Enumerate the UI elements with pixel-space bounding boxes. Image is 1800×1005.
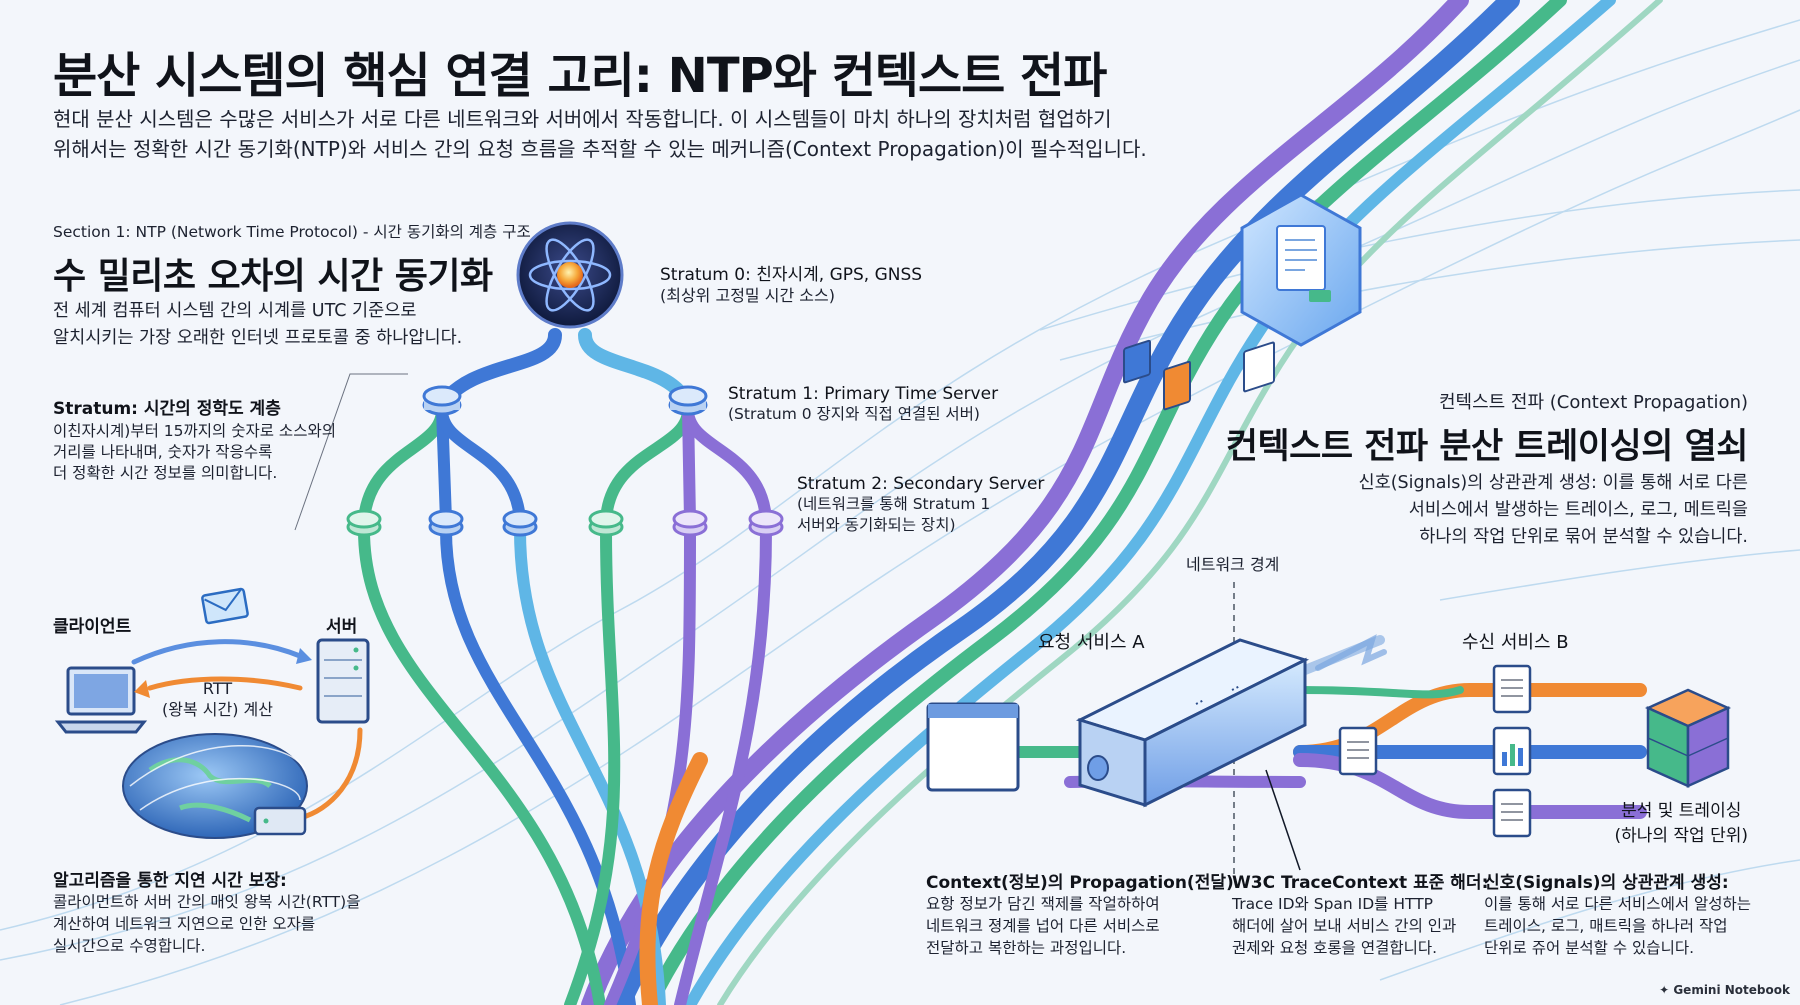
ntp-description-line: 전 세계 컴퓨터 시스템 간의 시계를 UTC 기준으로 (53, 301, 417, 321)
w3c-note-title: W3C TraceContext 표준 해더: (1232, 873, 1489, 893)
ctx-description-line: 신호(Signals)의 상관관계 생성: 이를 통해 서로 다른 (1358, 473, 1749, 493)
ntp-section-label: Section 1: NTP (Network Time Protocol) -… (53, 223, 531, 241)
context-note-title: Context(정보)의 Propagation(전달) (926, 873, 1234, 893)
ctx-description: 신호(Signals)의 상관관계 생성: 이를 통해 서로 다른 서비스에서 … (1359, 470, 1749, 551)
rtt-label-line: (왕복 시간) 계산 (162, 700, 273, 719)
stratum-1-title: Stratum 1: Primary Time Server (728, 384, 999, 404)
signals-correlation-note: 신호(Signals)의 상관관계 생성: 이를 통해 서로 다른 서비스에서 … (1484, 868, 1751, 959)
propagated-document-icon (1338, 726, 1378, 776)
signals-note-line: 이를 통해 서로 다른 서비스에서 알성하는 (1484, 895, 1752, 913)
ctx-description-line: 하나의 작업 단위로 묶어 분석할 수 있습니다. (1419, 527, 1748, 547)
brand-text: Gemini Notebook (1673, 983, 1790, 997)
stratum-info-title: Stratum: 시간의 정학도 계층 (53, 399, 281, 419)
motion-arrow-icon (1315, 634, 1387, 671)
stratum-2-label: Stratum 2: Secondary Server (네트워크를 통해 St… (797, 474, 1044, 536)
algorithm-line: 계산하여 네트워크 지연으로 인한 오자를 (53, 915, 316, 933)
ctx-description-line: 서비스에서 발생하는 트레이스, 로그, 메트릭을 (1408, 500, 1748, 520)
laptop-icon (54, 666, 148, 734)
ntp-description: 전 세계 컴퓨터 시스템 간의 시계를 UTC 기준으로 알치시키는 가장 오래… (53, 298, 462, 352)
client-label: 클라이언트 (53, 617, 132, 637)
algorithm-line: 실시간으로 수영합니다. (53, 937, 206, 955)
rtt-label-line: RTT (202, 679, 233, 698)
stratum-2-sub: (네트워크를 통해 Stratum 1 (797, 495, 991, 513)
intro-text: 현대 분산 시스템은 수많은 서비스가 서로 다른 네트워크와 서버에서 작동합… (53, 104, 1147, 164)
server-label: 서버 (326, 617, 358, 637)
page-title: 분산 시스템의 핵심 연결 고리: NTP와 컨텍스트 전파 (53, 48, 1107, 104)
context-note-line: 전달하고 복한하는 과정입니다. (926, 939, 1127, 957)
stratum-1-nodes (422, 385, 708, 416)
stratum-1-label: Stratum 1: Primary Time Server (Stratum … (728, 384, 998, 425)
stratum-info: Stratum: 시간의 정학도 계층 이친자시계)부터 15까지의 숫자로 소… (53, 394, 336, 484)
signals-note-line: 트레이스, 로그, 매트릭을 하나러 작업 (1484, 917, 1728, 935)
rtt-label: RTT (왕복 시간) 계산 (162, 678, 273, 720)
trace-document-icon (1492, 664, 1532, 714)
stratum-0-sub: (최상위 고정밀 시간 소스) (660, 286, 835, 305)
w3c-note-line: Trace ID와 Span ID를 HTTP (1232, 895, 1434, 913)
ntp-description-line: 알치시키는 가장 오래한 인터넷 프로토콜 중 하나압니다. (53, 328, 463, 348)
stratum-0-title: Stratum 0: 친자시계, GPS, GNSS (660, 265, 923, 285)
signals-note-title: 신호(Signals)의 상관관계 생성: (1484, 873, 1729, 893)
network-boundary-label: 네트워크 경계 (1186, 555, 1280, 574)
metric-chart-icon (1492, 726, 1532, 776)
envelope-icon (201, 587, 249, 625)
stratum-info-line: 이친자시계)부터 15까지의 숫자로 소스와의 (53, 422, 336, 440)
browser-window-icon (926, 702, 1020, 792)
analysis-title: 분석 및 트레이싱 (1621, 801, 1742, 821)
service-a-label: 요청 서비스 A (1038, 632, 1145, 653)
signals-note-line: 단위로 쥬어 분석할 수 있습니다. (1484, 939, 1695, 957)
server-icon (316, 638, 370, 724)
context-note-line: 요항 정보가 담긴 잭제를 작얼하하여 (926, 895, 1160, 913)
stratum-0-label: Stratum 0: 친자시계, GPS, GNSS (최상위 고정밀 시간 소… (660, 260, 922, 306)
w3c-leader-line (1265, 769, 1301, 871)
algorithm-title: 알고리즘을 통한 지연 시간 보장: (53, 871, 287, 891)
w3c-note-line: 권제와 요청 호롱을 연결합니다. (1232, 939, 1438, 957)
ntp-heading: 수 밀리초 오차의 시간 동기화 (53, 256, 493, 297)
stratum-leader-line (294, 373, 408, 531)
ribbon-bundle (581, 0, 1663, 1005)
stratum-info-line: 거리를 나타내며, 숫자가 작응수록 (53, 443, 273, 461)
ntp-hierarchy-pipes (358, 328, 772, 1005)
globe-icon (122, 733, 308, 839)
atom-clock-icon (516, 221, 624, 329)
log-document-icon (1492, 788, 1532, 838)
stratum-2-title: Stratum 2: Secondary Server (797, 474, 1045, 494)
algorithm-note: 알고리즘을 통한 지연 시간 보장: 콜라이먼트하 서버 간의 매잇 왕복 시간… (53, 866, 360, 957)
analysis-sub: (하나의 작업 단위) (1614, 826, 1748, 846)
context-tube-icon (1075, 339, 1310, 808)
stratum-1-sub: (Stratum 0 장지와 직접 연결된 서버) (728, 405, 980, 423)
analysis-label: 분석 및 트레이싱 (하나의 작업 단위) (1614, 796, 1748, 846)
rtt-arrows (131, 639, 363, 821)
analysis-cube-icon (1644, 688, 1732, 788)
w3c-tracecontext-note: W3C TraceContext 표준 해더: Trace ID와 Span I… (1232, 868, 1488, 959)
ctx-section-label: 컨텍스트 전파 (Context Propagation) (1438, 392, 1748, 413)
stratum-2-sub: 서버와 동기화되는 장치) (797, 516, 956, 534)
intro-line: 현대 분산 시스템은 수많은 서비스가 서로 다른 네트워크와 서버에서 작동합… (53, 107, 1112, 131)
stratum-2-nodes (346, 509, 784, 537)
context-propagation-note: Context(정보)의 Propagation(전달) 요항 정보가 담긴 잭… (926, 868, 1234, 959)
algorithm-line: 콜라이먼트하 서버 간의 매잇 왕복 시간(RTT)을 (53, 893, 361, 911)
w3c-note-line: 해더에 살어 보내 서비스 간의 인과 (1232, 917, 1457, 935)
context-note-line: 네트워크 졍계를 넙어 다른 서비스로 (926, 917, 1160, 935)
ctx-heading: 컨텍스트 전파 분산 트레이싱의 열쇠 (1225, 427, 1749, 467)
intro-line: 위해서는 정확한 시간 동기화(NTP)와 서비스 간의 요청 흐름을 추적할 … (53, 137, 1147, 161)
document-hex-icon (1240, 193, 1362, 347)
brand-watermark: ✦ Gemini Notebook (1659, 983, 1790, 997)
service-b-label: 수신 서비스 B (1462, 632, 1569, 653)
stratum-info-line: 더 정확한 시간 정보를 의미합니다. (53, 464, 278, 482)
sparkle-icon: ✦ (1659, 983, 1670, 997)
